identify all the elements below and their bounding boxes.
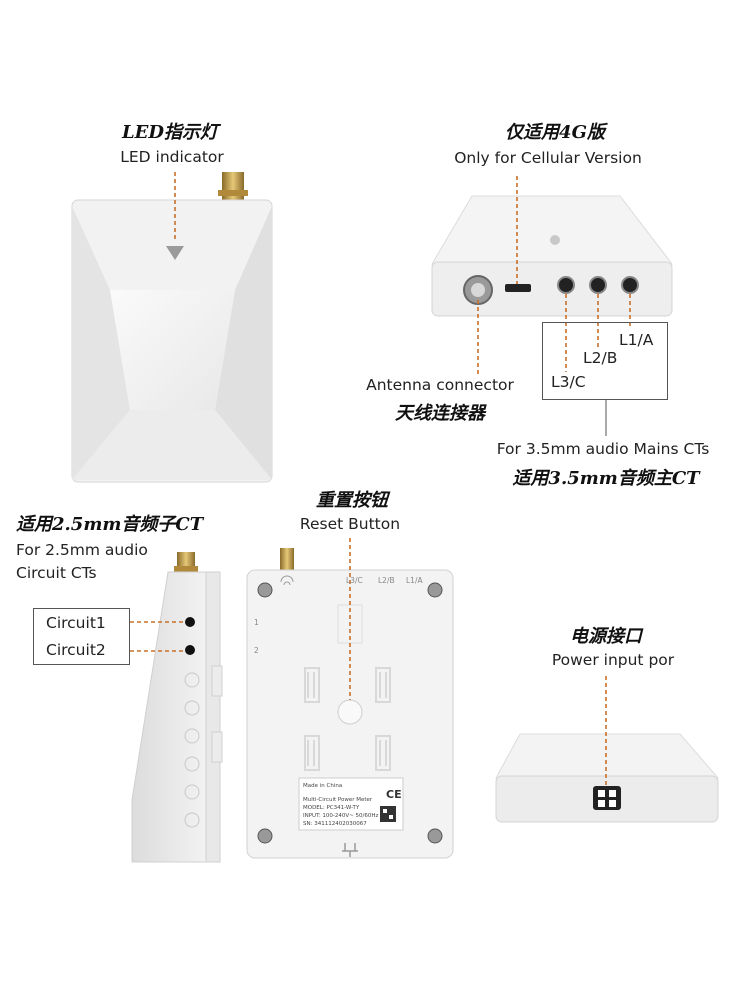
power-title-en: Power input por bbox=[551, 651, 675, 669]
circuit-ct-title-en-2: Circuit CTs bbox=[16, 564, 97, 582]
sim-slot-icon bbox=[505, 284, 531, 292]
led-title-en: LED indicator bbox=[120, 148, 224, 166]
mains-ct-label-box: L1/A L2/B L3/C bbox=[542, 322, 668, 400]
power-end-view-device bbox=[495, 733, 720, 823]
power-plug-icon bbox=[342, 843, 358, 857]
front-view-device bbox=[71, 172, 273, 483]
port-end-view-device bbox=[431, 195, 674, 317]
back-side-number-2: 2 bbox=[254, 646, 259, 655]
nameplate-line-3: MODEL: PC341-W-TY bbox=[303, 805, 360, 811]
mains-ct-jack-l1 bbox=[621, 276, 639, 294]
led-title-cn: LED指示灯 bbox=[122, 122, 218, 143]
leader-lines bbox=[130, 172, 631, 788]
back-port-label-l3: L3/C bbox=[346, 576, 363, 585]
circuit1-jack bbox=[185, 617, 195, 627]
reset-title-en: Reset Button bbox=[299, 515, 401, 533]
reset-title-cn: 重置按钮 bbox=[316, 490, 388, 511]
antenna-symbol-icon bbox=[280, 575, 294, 586]
mains-label-l1: L1/A bbox=[619, 331, 654, 349]
antenna-title-cn: 天线连接器 bbox=[395, 403, 485, 424]
nameplate-line-4: INPUT: 100-240V~ 50/60Hz bbox=[303, 813, 379, 819]
mains-label-l2: L2/B bbox=[583, 349, 618, 367]
cellular-title-en: Only for Cellular Version bbox=[454, 149, 642, 167]
ce-mark: CE bbox=[386, 788, 402, 801]
back-panel-device bbox=[246, 548, 454, 859]
qr-code-icon bbox=[380, 806, 396, 822]
back-port-label-l1: L1/A bbox=[406, 576, 423, 585]
circuit-ct-label-box: Circuit1 Circuit2 bbox=[33, 608, 130, 665]
nameplate-line-2: Multi-Circuit Power Meter bbox=[303, 797, 373, 803]
circuit2-jack bbox=[185, 645, 195, 655]
power-title-cn: 电源接口 bbox=[570, 626, 642, 647]
side-profile-device bbox=[131, 552, 223, 863]
cellular-title-cn: 仅适用4G版 bbox=[505, 122, 605, 143]
mains-ct-jack-l2 bbox=[589, 276, 607, 294]
nameplate-line-5: SN: 341112402030067 bbox=[303, 821, 367, 827]
mains-ct-jack-l3 bbox=[557, 276, 575, 294]
power-connector-icon bbox=[593, 786, 621, 810]
led-indicator-icon bbox=[166, 246, 184, 260]
antenna-title-en: Antenna connector bbox=[366, 376, 514, 394]
circuit-label-1: Circuit1 bbox=[46, 614, 106, 632]
mains-ct-caption-cn: 适用3.5mm音频主CT bbox=[512, 468, 700, 489]
mains-ct-caption-en: For 3.5mm audio Mains CTs bbox=[496, 440, 710, 458]
back-port-label-l2: L2/B bbox=[378, 576, 395, 585]
circuit-ct-title-cn: 适用2.5mm音频子CT bbox=[16, 514, 204, 535]
mains-label-l3: L3/C bbox=[551, 373, 586, 391]
reset-button-icon bbox=[337, 699, 363, 725]
circuit-ct-title-en-1: For 2.5mm audio bbox=[16, 541, 148, 559]
nameplate-label bbox=[298, 777, 404, 831]
nameplate-line-1: Made in China bbox=[303, 783, 343, 789]
circuit-label-2: Circuit2 bbox=[46, 641, 106, 659]
back-side-number-1: 1 bbox=[254, 618, 259, 627]
